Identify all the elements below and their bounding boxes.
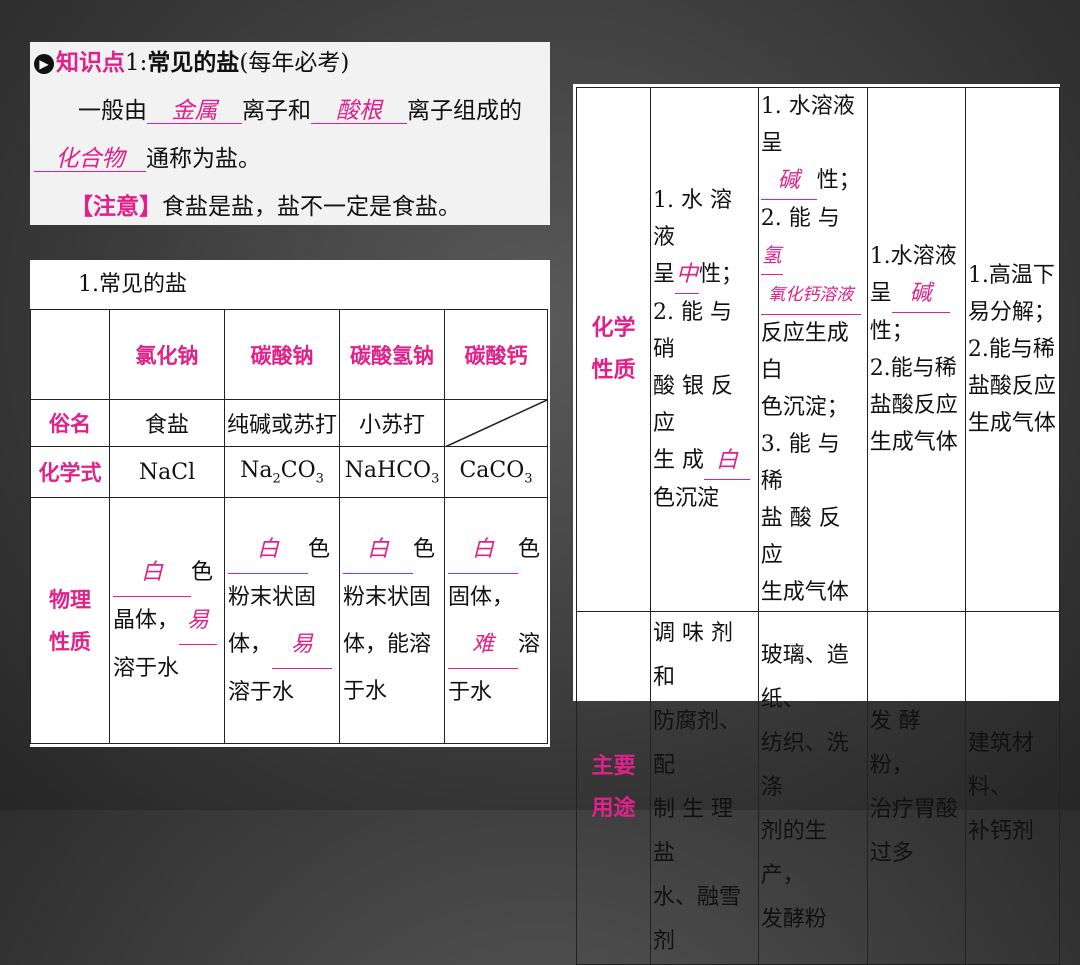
formula-na2co3: Na2CO3 <box>224 446 340 498</box>
uses-na2co3: 玻璃、造纸、 纺织、洗涤 剂的生产， 发酵粉 <box>757 611 868 965</box>
definition-line-2: 化合物通称为盐。 <box>34 148 261 172</box>
play-triangle-icon: ▶ <box>34 54 54 74</box>
note-line: 【注意】食盐是盐，盐不一定是食盐。 <box>70 194 461 220</box>
physical-nahco3: 白色 粉末状固 体，能溶 于水 <box>339 497 445 744</box>
knowledge-point-heading: ▶知识点1:常见的盐(每年必考) <box>34 52 349 75</box>
common-name-na2co3: 纯碱或苏打 <box>224 399 340 447</box>
blank-acid-radical: 酸根 <box>311 100 407 124</box>
row-label-uses: 主要用途 <box>576 611 651 965</box>
common-salts-table-left: 1.常见的盐 氯化钠 碳酸钠 碳酸氢钠 碳酸钙 俗名 食盐 纯碱或苏打 小苏打 … <box>30 260 550 747</box>
formula-nacl: NaCl <box>109 446 225 498</box>
header-nacl: 氯化钠 <box>109 309 225 400</box>
common-name-nacl: 食盐 <box>109 399 225 447</box>
diagonal-line <box>445 400 547 447</box>
table-caption: 1.常见的盐 <box>78 272 187 297</box>
blank-metal: 金属 <box>147 100 242 124</box>
salts-table: 氯化钠 碳酸钠 碳酸氢钠 碳酸钙 俗名 食盐 纯碱或苏打 小苏打 化学式 NaC… <box>30 309 548 744</box>
row-label-formula: 化学式 <box>30 446 110 498</box>
chemical-caco3: 1.高温下 易分解； 2.能与稀 盐酸反应 生成气体 <box>964 87 1061 612</box>
uses-nacl: 调 味 剂 和 防腐剂、配 制 生 理 盐 水、融雪剂 <box>650 611 759 965</box>
formula-nahco3: NaHCO3 <box>339 446 445 498</box>
uses-caco3: 建筑材料、 补钙剂 <box>964 611 1061 965</box>
blank-compound: 化合物 <box>34 148 146 172</box>
physical-nacl: 白色 晶体，易 溶于水 <box>109 497 225 744</box>
uses-nahco3: 发 酵 粉， 治疗胃酸 过多 <box>866 611 966 965</box>
physical-na2co3: 白色 粉末状固 体，易 溶于水 <box>224 497 340 744</box>
header-na2co3: 碳酸钠 <box>224 309 340 400</box>
salts-properties-table: 化学性质 1. 水 溶 液 呈中性； 2. 能 与 硝 酸 银 反 应 生 成白… <box>576 87 1061 965</box>
common-name-nahco3: 小苏打 <box>339 399 445 447</box>
physical-caco3: 白色 固体， 难溶 于水 <box>444 497 548 744</box>
corner-cell <box>30 309 110 400</box>
header-nahco3: 碳酸氢钠 <box>339 309 445 400</box>
formula-caco3: CaCO3 <box>444 446 548 498</box>
knowledge-point-panel: ▶知识点1:常见的盐(每年必考) 一般由金属离子和酸根离子组成的 化合物通称为盐… <box>30 42 550 225</box>
chemical-na2co3: 1. 水溶液呈 碱性； 2. 能 与 氢 氧化钙溶液 反应生成白 色沉淀； 3.… <box>757 87 868 612</box>
definition-line-1: 一般由金属离子和酸根离子组成的 <box>78 98 522 124</box>
chemical-nacl: 1. 水 溶 液 呈中性； 2. 能 与 硝 酸 银 反 应 生 成白 色沉淀 <box>650 87 759 612</box>
common-name-caco3-empty <box>444 399 548 447</box>
header-caco3: 碳酸钙 <box>444 309 548 400</box>
row-label-common-name: 俗名 <box>30 399 110 447</box>
chemical-nahco3: 1.水溶液 呈碱 性； 2.能与稀 盐酸反应 生成气体 <box>866 87 966 612</box>
row-label-physical: 物理性质 <box>30 497 110 744</box>
common-salts-table-right: 化学性质 1. 水 溶 液 呈中性； 2. 能 与 硝 酸 银 反 应 生 成白… <box>573 84 1061 965</box>
row-label-chemical: 化学性质 <box>576 87 651 612</box>
